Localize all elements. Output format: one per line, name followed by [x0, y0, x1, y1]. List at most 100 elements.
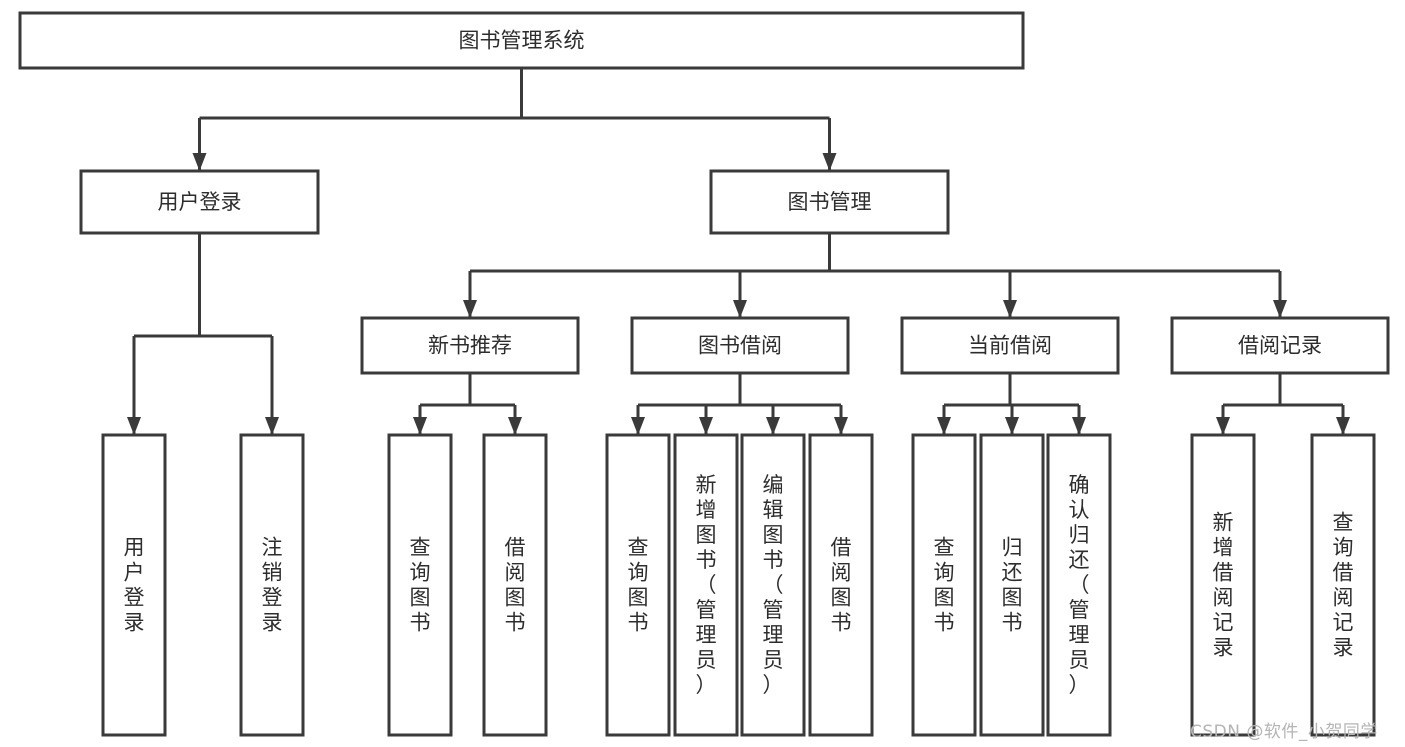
node-label-char: 查	[1333, 511, 1354, 535]
node-box	[605, 433, 671, 737]
node-label-char: 借	[1213, 561, 1234, 585]
node-label-char: 询	[628, 561, 649, 585]
connector-layer	[127, 68, 1350, 435]
node-label-char: 录	[262, 611, 283, 635]
node-label-char: 新	[696, 473, 717, 497]
node-label-char: （	[1069, 573, 1090, 597]
arrow-head-icon	[822, 153, 837, 171]
node-label-char: ）	[696, 673, 717, 697]
node-undefined[interactable]: 图书管理系统	[18, 11, 1025, 70]
node-label-char: 查	[934, 536, 955, 560]
node-label: 图书管理系统	[459, 29, 585, 53]
node-box	[1190, 433, 1256, 737]
node-user-login-action[interactable]: 用户登录	[101, 433, 167, 737]
node-new-book-recommend[interactable]: 新书推荐	[360, 316, 580, 375]
node-box	[18, 11, 1025, 70]
csdn-watermark: CSDN @软件_小贺同学	[1190, 722, 1378, 742]
node-label-char: 记	[1213, 611, 1234, 635]
node-label-char: 书	[934, 611, 955, 635]
node-user-login[interactable]: 用户登录	[79, 169, 320, 235]
node-label-char: 登	[124, 586, 145, 610]
node-label-char: 阅	[1333, 586, 1354, 610]
node-box	[1046, 433, 1112, 737]
node-label-char: 借	[1333, 561, 1354, 585]
node-label: 当前借阅	[968, 334, 1052, 358]
node-label-char: 员	[763, 648, 784, 672]
arrow-head-icon	[631, 417, 645, 435]
arrow-head-icon	[1003, 300, 1017, 318]
node-label-char: 图	[1002, 586, 1023, 610]
node-label-char: 增	[696, 498, 717, 522]
node-box	[1310, 433, 1376, 737]
node-box	[630, 316, 850, 375]
node-box	[740, 433, 806, 737]
arrow-head-icon	[192, 153, 207, 171]
node-label-char: 理	[763, 623, 784, 647]
node-book-borrow[interactable]: 图书借阅	[630, 316, 850, 375]
node-label-char: 图	[696, 523, 717, 547]
node-label-char: （	[763, 573, 784, 597]
arrow-head-icon	[1336, 417, 1350, 435]
node-label-char: 编	[763, 473, 784, 497]
node-label-char: 录	[1333, 636, 1354, 660]
node-label-char: 管	[1069, 598, 1090, 622]
arrow-head-icon	[1005, 417, 1019, 435]
arrow-head-icon	[1273, 300, 1287, 318]
arrow-head-icon	[463, 300, 477, 318]
node-box	[482, 433, 548, 737]
node-box	[900, 316, 1120, 375]
node-label: 新书推荐	[428, 334, 512, 358]
node-label-char: 录	[124, 611, 145, 635]
node-label-char: 询	[410, 561, 431, 585]
node-label-char: 图	[410, 586, 431, 610]
arrow-head-icon	[699, 417, 713, 435]
node-label-char: 阅	[505, 561, 526, 585]
node-label-char: ）	[1069, 673, 1090, 697]
arrow-head-icon	[1072, 417, 1086, 435]
node-label-char: 用	[124, 536, 145, 560]
edge-bookmgmt-children	[463, 233, 1287, 318]
node-label: 用户登录	[158, 190, 242, 214]
node-label-char: 还	[1002, 561, 1023, 585]
node-label-char: 书	[628, 611, 649, 635]
node-label-char: 书	[505, 611, 526, 635]
node-label-char: 注	[262, 536, 283, 560]
node-current-borrow[interactable]: 当前借阅	[900, 316, 1120, 375]
node-book-management[interactable]: 图书管理	[709, 169, 950, 235]
node-label-char: 书	[1002, 611, 1023, 635]
node-label-char: 管	[763, 598, 784, 622]
edge-records-children	[1216, 373, 1350, 435]
node-label-char: 询	[1333, 536, 1354, 560]
arrow-head-icon	[937, 417, 951, 435]
node-box	[239, 433, 305, 737]
arrow-head-icon	[1216, 417, 1230, 435]
node-label-char: 书	[831, 611, 852, 635]
node-label-char: 辑	[763, 498, 784, 522]
arrow-head-icon	[413, 417, 427, 435]
node-box	[709, 169, 950, 235]
node-label-char: 阅	[831, 561, 852, 585]
node-borrow-records[interactable]: 借阅记录	[1170, 316, 1390, 375]
node-box	[911, 433, 977, 737]
node-label: 图书管理	[788, 190, 872, 214]
node-box	[673, 433, 739, 737]
node-layer: 图书管理系统用户登录用户登录注销登录图书管理新书推荐查询图书借阅图书图书借阅查询…	[18, 11, 1390, 737]
node-label-char: 阅	[1213, 586, 1234, 610]
node-label-char: 书	[410, 611, 431, 635]
node-box	[808, 433, 874, 737]
edge-currentborrow-children	[937, 373, 1086, 435]
node-label-char: 图	[628, 586, 649, 610]
